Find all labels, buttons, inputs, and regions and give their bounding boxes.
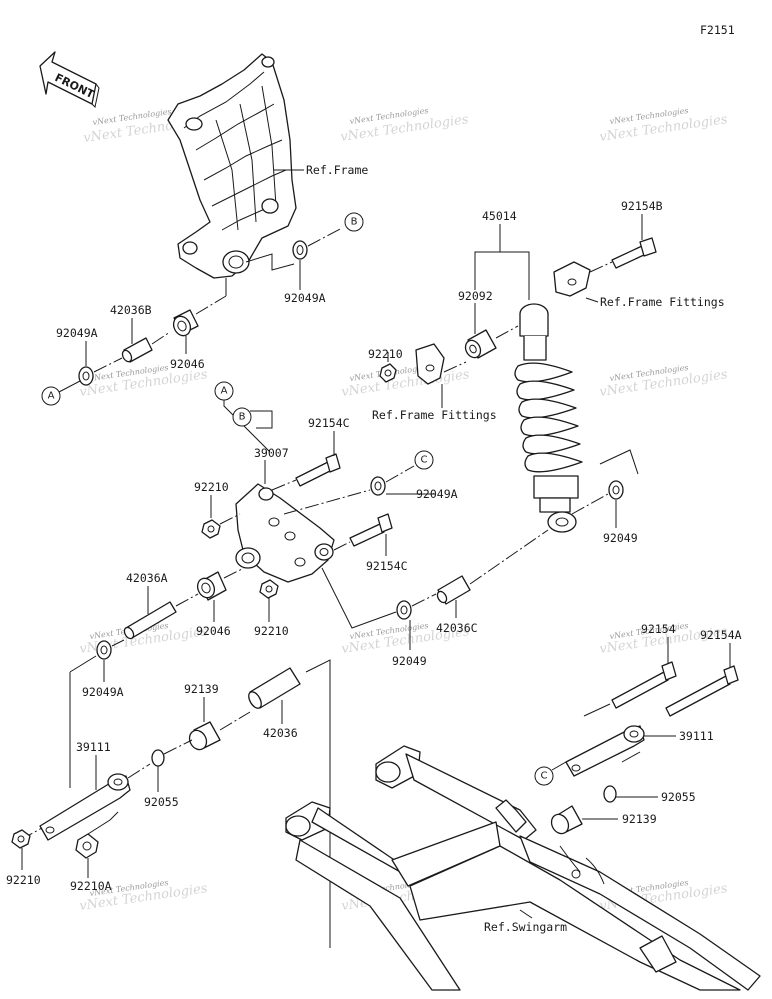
watermark-layer: vNext Technologies vNext Technologies vN… — [78, 106, 728, 914]
tie-rod-39111 — [565, 725, 645, 777]
washer-92049 — [396, 600, 412, 620]
callout-label: 92154B — [621, 199, 663, 213]
washer-92049A — [78, 366, 94, 386]
collar-42036 — [248, 667, 301, 709]
washer-92049A — [96, 640, 112, 660]
tie-rod-39111 — [39, 773, 131, 841]
callout-label: 92210 — [254, 624, 289, 638]
marker-b-top: B — [344, 212, 364, 232]
bolt-92154B — [611, 237, 657, 269]
callout-label: 92154C — [308, 416, 350, 430]
nut-92210 — [201, 519, 221, 539]
collar-92092 — [464, 329, 497, 359]
nut-92210 — [11, 829, 31, 849]
callout-labels: 45014 92154B Ref.Frame Ref.Frame Fitting… — [6, 163, 742, 934]
callout-label: 42036B — [110, 303, 152, 317]
o-ring-92055 — [603, 785, 617, 803]
nut-92210A — [75, 833, 99, 859]
callout-label: 92049A — [416, 487, 458, 501]
callout-label: 92154A — [700, 628, 742, 642]
washer-92049A — [370, 476, 386, 496]
marker-a-left: A — [41, 386, 61, 406]
washer-92049A — [292, 240, 308, 260]
svg-text:A: A — [221, 386, 228, 397]
rear-shock-45014 — [514, 303, 583, 533]
callout-label: 92046 — [170, 357, 205, 371]
svg-text:B: B — [239, 412, 246, 423]
o-ring-92055 — [151, 749, 165, 767]
callout-label: 92049A — [82, 685, 124, 699]
marker-b-mid: B — [232, 407, 252, 427]
callout-label: 42036A — [126, 571, 168, 585]
nut-92210 — [259, 579, 279, 599]
bolt-92154C — [349, 513, 393, 547]
callout-label: Ref.Frame — [306, 163, 368, 177]
bushing-92139 — [550, 805, 583, 835]
link-plate-39007 — [235, 483, 335, 583]
bolt-92154C — [295, 453, 341, 487]
callout-label: 92210A — [70, 879, 112, 893]
svg-text:B: B — [351, 217, 358, 228]
swingarm-illustration — [285, 745, 761, 991]
front-arrow-icon: FRONT — [39, 51, 100, 109]
callout-label: 92154 — [641, 622, 676, 636]
marker-a-mid: A — [214, 381, 234, 401]
callout-label: 39111 — [679, 729, 714, 743]
callout-label: Ref.Frame Fittings — [372, 408, 497, 422]
bolt-92154A — [665, 665, 739, 717]
bolt-92154 — [611, 661, 677, 709]
marker-c-mid: C — [414, 450, 434, 470]
callout-label: 39111 — [76, 740, 111, 754]
callout-label: 92046 — [196, 624, 231, 638]
callout-label: 92092 — [458, 289, 493, 303]
svg-text:C: C — [541, 771, 548, 782]
callout-label: 92055 — [144, 795, 179, 809]
callout-label: 92210 — [194, 480, 229, 494]
collar-42036C — [436, 575, 471, 605]
callout-label: 92049A — [284, 291, 326, 305]
frame-fittings-bracket — [553, 261, 591, 297]
collar-92046 — [172, 309, 199, 337]
callout-label: 92210 — [6, 873, 41, 887]
marker-c-low: C — [534, 766, 554, 786]
callout-label: 92055 — [661, 790, 696, 804]
callout-label: Ref.Swingarm — [484, 920, 567, 934]
frame-fittings-bracket — [415, 343, 445, 385]
svg-text:C: C — [421, 455, 428, 466]
frame-illustration — [167, 53, 297, 279]
callout-label: 42036 — [263, 726, 298, 740]
callout-label: 92049 — [603, 531, 638, 545]
axis-line — [307, 227, 343, 247]
collar-92046 — [196, 571, 227, 601]
collar-42036A — [123, 601, 177, 640]
callout-label: 92049 — [392, 654, 427, 668]
nut-92210 — [379, 363, 397, 383]
svg-text:A: A — [48, 391, 55, 402]
callout-label: 92210 — [368, 347, 403, 361]
collar-42036B — [121, 337, 153, 363]
callout-label: 92154C — [366, 559, 408, 573]
callout-label: 92139 — [622, 812, 657, 826]
callout-label: Ref.Frame Fittings — [600, 295, 725, 309]
callout-label: 92139 — [184, 682, 219, 696]
callout-label: 45014 — [482, 209, 517, 223]
diagram-id: F2151 — [700, 23, 735, 37]
callout-label: 92049A — [56, 326, 98, 340]
bushing-92139 — [188, 721, 221, 751]
callout-label: 39007 — [254, 446, 289, 460]
washer-92049 — [608, 480, 624, 500]
callout-label: 42036C — [436, 621, 478, 635]
bracket-line — [245, 253, 295, 271]
